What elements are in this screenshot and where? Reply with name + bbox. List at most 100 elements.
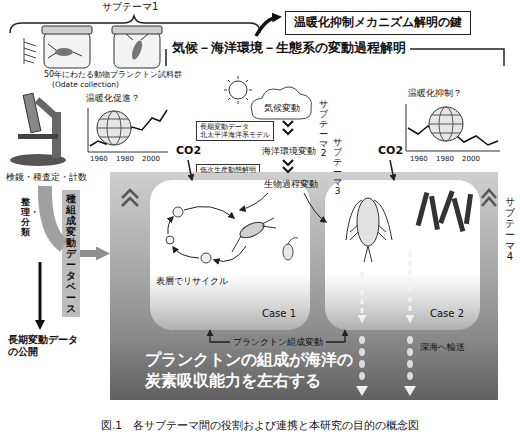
sinking-arrow (361, 272, 364, 320)
subtheme-label: サブテーマ3 (333, 138, 342, 197)
copepod (238, 219, 267, 241)
recycle-arrow (168, 217, 173, 234)
flagellate (283, 244, 293, 260)
large-copepod (357, 198, 379, 246)
feather-icon (24, 38, 36, 64)
diatom (173, 207, 183, 217)
microscope-arm (37, 100, 55, 116)
diatom-chain (429, 196, 440, 230)
ocean-panel: プランクトンの組成が海洋の炭素吸収能力を左右する 表層でリサイクル Case 1 Ca… (110, 172, 498, 400)
goal-arrow (256, 17, 278, 36)
output-label: 長期変動データの公開 (8, 334, 86, 358)
sun-rays (224, 76, 252, 104)
diatom-chain (416, 192, 430, 226)
sample-jar (44, 32, 90, 68)
sample-note: 50年にわたる動物プランクトン試料群 (44, 70, 182, 80)
case-note: 表層でリサイクル (156, 276, 310, 287)
microscope-stage (18, 134, 58, 139)
subtheme-label: サブテーマ4 (505, 196, 515, 262)
sorting-arrow (45, 186, 64, 246)
flow-chevrons (283, 121, 293, 134)
particle (359, 348, 365, 356)
vertical-title: 種組成変動データベース (66, 193, 76, 314)
co2-arrow (188, 160, 192, 180)
recycle-arrow (184, 206, 234, 218)
figure-caption: 図.1 各サブテーマ間の役割および連携と本研究の目的の概念図 (0, 419, 520, 433)
copepod (55, 48, 73, 56)
graph-axis (406, 104, 500, 151)
jar-lid (42, 26, 92, 34)
node-text: 温暖化抑制メカニズム解明の鍵 (294, 15, 462, 31)
globe (429, 107, 463, 141)
jar-lid (112, 26, 162, 34)
globe-parallels (97, 119, 131, 137)
brace (10, 16, 260, 33)
connector-label: プランクトン組成変動 (230, 336, 326, 349)
sample-note: (Odate collection) (52, 80, 119, 89)
particle (407, 372, 413, 380)
subtheme-label: サブテーマ2 (319, 100, 328, 159)
co2-arrow (390, 160, 394, 180)
step-label: 整理・分類 (21, 198, 30, 238)
microscope-tube (23, 93, 41, 132)
year-axis: 1960 1980 2000 (90, 155, 160, 163)
cloud (251, 87, 311, 119)
process-arrow (240, 193, 268, 210)
particle (407, 336, 413, 344)
banner-title: 気候－海洋環境－生態系の変動過程解明 (172, 40, 406, 56)
step-label: 検鏡・種査定・計数 (6, 172, 87, 182)
co2-label: CO2 (378, 144, 403, 157)
node-text: 低次生産動態解明 (200, 166, 256, 174)
flagellum (288, 238, 298, 244)
connector (80, 250, 102, 257)
diatom-chain (438, 190, 454, 224)
copepod-legs (232, 218, 276, 252)
release-chevrons (122, 190, 138, 206)
flow-label: 気候変動 (264, 103, 300, 114)
trend-line (90, 110, 167, 146)
globe-parallels (429, 115, 463, 133)
key-message: プランクトンの組成が海洋の炭素吸収能力を左右する (145, 350, 357, 392)
particle (359, 372, 365, 380)
flow-chevrons (283, 160, 293, 172)
copepod-legs (48, 44, 82, 58)
diatom (166, 236, 174, 244)
globe (97, 111, 131, 145)
sinking-particles (359, 336, 413, 380)
flow-label: 深海へ輸送 (420, 342, 465, 353)
case-name: Case 2 (430, 308, 480, 320)
diatom (201, 253, 211, 263)
case-name: Case 1 (262, 308, 310, 320)
database-band: 種組成変動データベース (62, 190, 80, 317)
sun (229, 81, 247, 99)
copepod-limbs (346, 200, 392, 262)
recycle-arrow (173, 247, 199, 258)
process-arrow (304, 193, 326, 222)
node-text: 長期変動データ 北太平洋海洋系モデル (200, 123, 270, 139)
graph-axis (88, 108, 168, 152)
particle (407, 348, 413, 356)
sinking-arrow (409, 252, 412, 320)
diatom-chain (464, 194, 473, 224)
flow-label: 海洋環境変動 (262, 146, 316, 157)
copepod (130, 39, 144, 61)
flow-label: 生物過程変動 (264, 179, 318, 190)
model-box: 長期変動データ 北太平洋海洋系モデル (196, 121, 274, 141)
sample-jar (114, 32, 160, 68)
diatom-chain (452, 198, 466, 232)
particle (359, 360, 365, 368)
globe-question: 温暖化抑制？ (408, 88, 462, 99)
co2-label: CO2 (176, 144, 201, 157)
year-axis: 1960 1980 2000 (410, 155, 480, 163)
particle (359, 336, 365, 344)
copepod-antennae (126, 34, 148, 40)
release-chevrons (482, 190, 496, 206)
recycle-arrow (214, 246, 246, 261)
sinking-heads (356, 386, 416, 396)
publish-arrow (39, 262, 42, 326)
goal-box: 温暖化抑制メカニズム解明の鍵 (285, 11, 471, 35)
subtheme-label: サブテーマ1 (102, 1, 158, 13)
particle (407, 360, 413, 368)
globe-question: 温暖化促進？ (86, 93, 140, 104)
